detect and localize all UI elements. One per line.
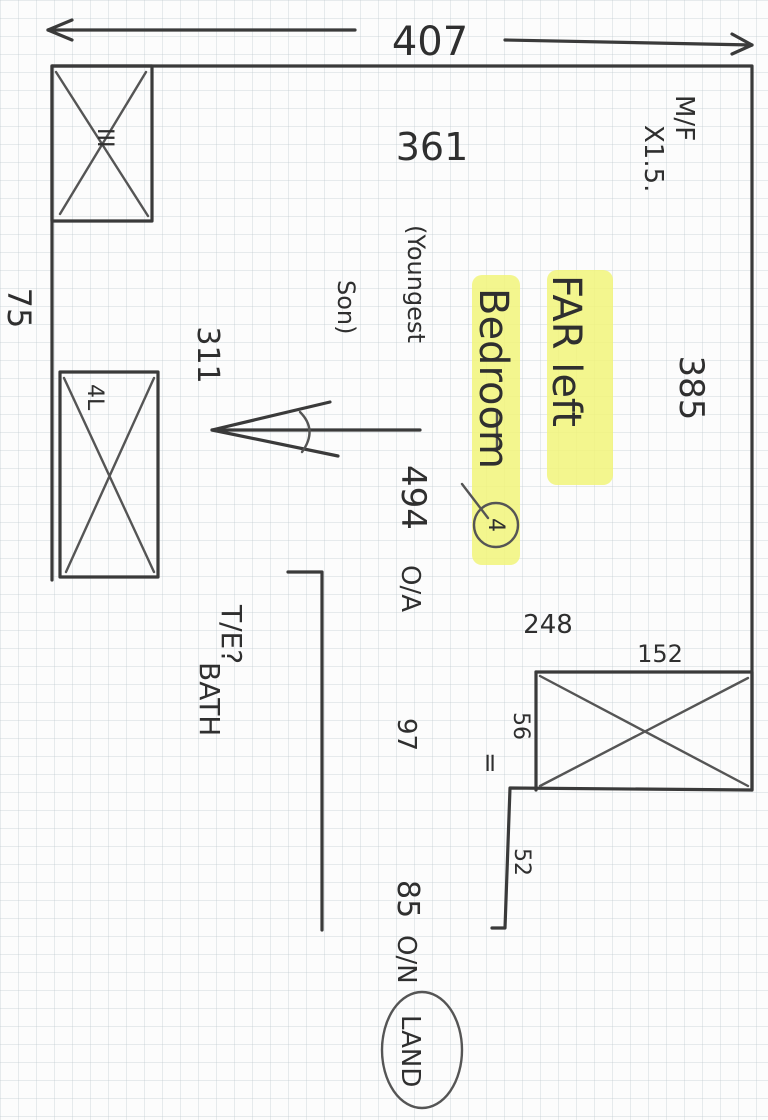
room-name-line-2: Bedroom (470, 288, 516, 469)
landing-label: LAND (395, 1015, 425, 1087)
corner-note-2: X1.5. (638, 125, 668, 192)
box-width-label: 152 (637, 640, 683, 668)
step-label: 52 (509, 848, 534, 876)
corridor-label: 97 (391, 718, 421, 751)
corner-note-1: M/F (669, 95, 699, 141)
direction-arrow-head (210, 400, 340, 458)
center-length-label: 494 (393, 465, 433, 530)
bottom-note: O/N (391, 935, 421, 984)
right-wall-label: 385 (671, 356, 711, 421)
box-side-mark: = (475, 752, 505, 774)
wardrobe-left-mark: 4L (82, 384, 107, 411)
landing-circle (380, 990, 464, 1110)
bottom-label: 85 (390, 880, 425, 918)
top-dimension-arrowhead-right (730, 32, 754, 56)
wardrobe-left-cross (62, 376, 156, 574)
occupant-line-1: (Youngest (402, 225, 430, 343)
wardrobe-top-mark: III (92, 128, 117, 147)
wall-bath-side (286, 570, 324, 932)
adjacent-room-1: T/E? (215, 604, 248, 664)
room-number-circle (472, 501, 520, 549)
adjacent-room-2: BATH (193, 662, 226, 736)
wardrobe-left (58, 370, 160, 579)
top-width-label: 407 (392, 19, 468, 65)
left-gap-label: 75 (0, 288, 38, 329)
top-inner-label: 361 (396, 125, 469, 169)
room-number-label: 4 (483, 518, 508, 532)
box-side-label: 56 (508, 712, 533, 740)
wardrobe-top (50, 64, 154, 223)
highlight-far-left (547, 270, 613, 485)
direction-arrow-tail (298, 410, 311, 454)
wardrobe-top-cross (54, 70, 150, 218)
room-name-line-1: FAR left (543, 275, 589, 427)
center-length-note: O/A (395, 565, 425, 612)
box-lower-right-cross (538, 674, 750, 788)
left-wall-label: 311 (190, 326, 225, 383)
wall-top-right (50, 64, 754, 792)
top-dimension-line-right (503, 38, 754, 47)
lower-width-label: 248 (523, 610, 573, 640)
top-dimension-arrowhead-left (46, 18, 74, 42)
bedroom-leader (460, 482, 490, 520)
wall-lower-right (490, 670, 754, 930)
occupant-line-2: Son) (332, 280, 360, 335)
